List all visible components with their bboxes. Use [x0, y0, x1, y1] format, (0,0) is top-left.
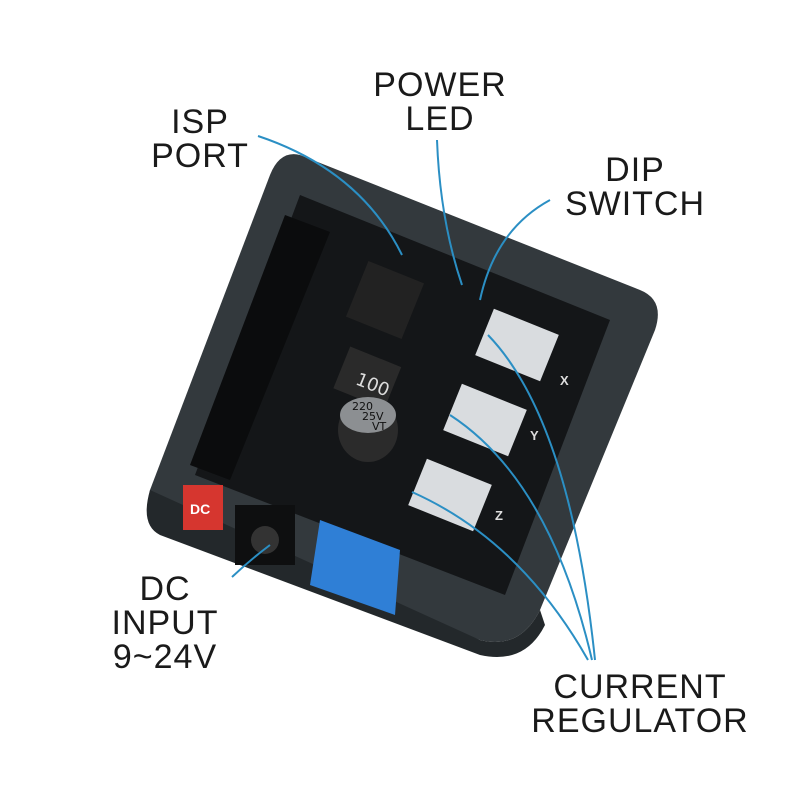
label-power-led: POWER LED	[360, 68, 520, 136]
limit-switch-connector	[310, 520, 400, 615]
label-current-regulator: CURRENT REGULATOR	[515, 670, 765, 738]
label-line: REGULATOR	[531, 702, 749, 740]
pin-header	[190, 215, 330, 480]
axis-x: X	[560, 373, 569, 388]
callout-current-3	[411, 491, 589, 661]
label-line: PORT	[151, 137, 249, 175]
heatsink-z	[408, 458, 492, 532]
callout-current-1	[487, 334, 596, 661]
dc-tag	[183, 485, 223, 530]
microcontroller-chip	[345, 260, 425, 340]
label-isp-port: ISP PORT	[140, 105, 260, 173]
label-line: ISP	[171, 103, 229, 141]
callout-dip	[479, 199, 551, 301]
callout-current-2	[449, 414, 593, 661]
label-dc-input: DC INPUT 9~24V	[95, 572, 235, 674]
capacitor-marking: 220 25V VT	[352, 400, 387, 433]
axis-labels: X Y Z	[495, 373, 569, 523]
label-line: SWITCH	[564, 185, 706, 223]
axis-z: Z	[495, 508, 503, 523]
label-dip-switch: DIP SWITCH	[555, 153, 715, 221]
callout-power-led	[436, 139, 463, 286]
capacitor-series: VT	[372, 420, 387, 433]
heatsink-y	[443, 383, 527, 457]
capacitor-value: 220	[352, 400, 373, 413]
inductor	[333, 346, 402, 409]
capacitor-voltage: 25V	[362, 410, 384, 423]
dc-tag-text: DC	[190, 501, 210, 517]
axis-y: Y	[530, 428, 539, 443]
label-line: LED	[405, 100, 475, 138]
callout-isp	[257, 135, 403, 256]
capacitor-top	[340, 397, 396, 433]
label-line: CURRENT	[553, 668, 727, 706]
heatsink-x	[475, 308, 559, 382]
label-line: DC	[139, 570, 191, 608]
callout-dc	[231, 544, 271, 578]
callout-lines	[231, 135, 596, 661]
dc-jack-hole	[251, 526, 279, 554]
label-line: POWER	[373, 66, 507, 104]
label-line: 9~24V	[112, 638, 218, 676]
label-line: INPUT	[111, 604, 219, 642]
label-line: DIP	[605, 151, 665, 189]
